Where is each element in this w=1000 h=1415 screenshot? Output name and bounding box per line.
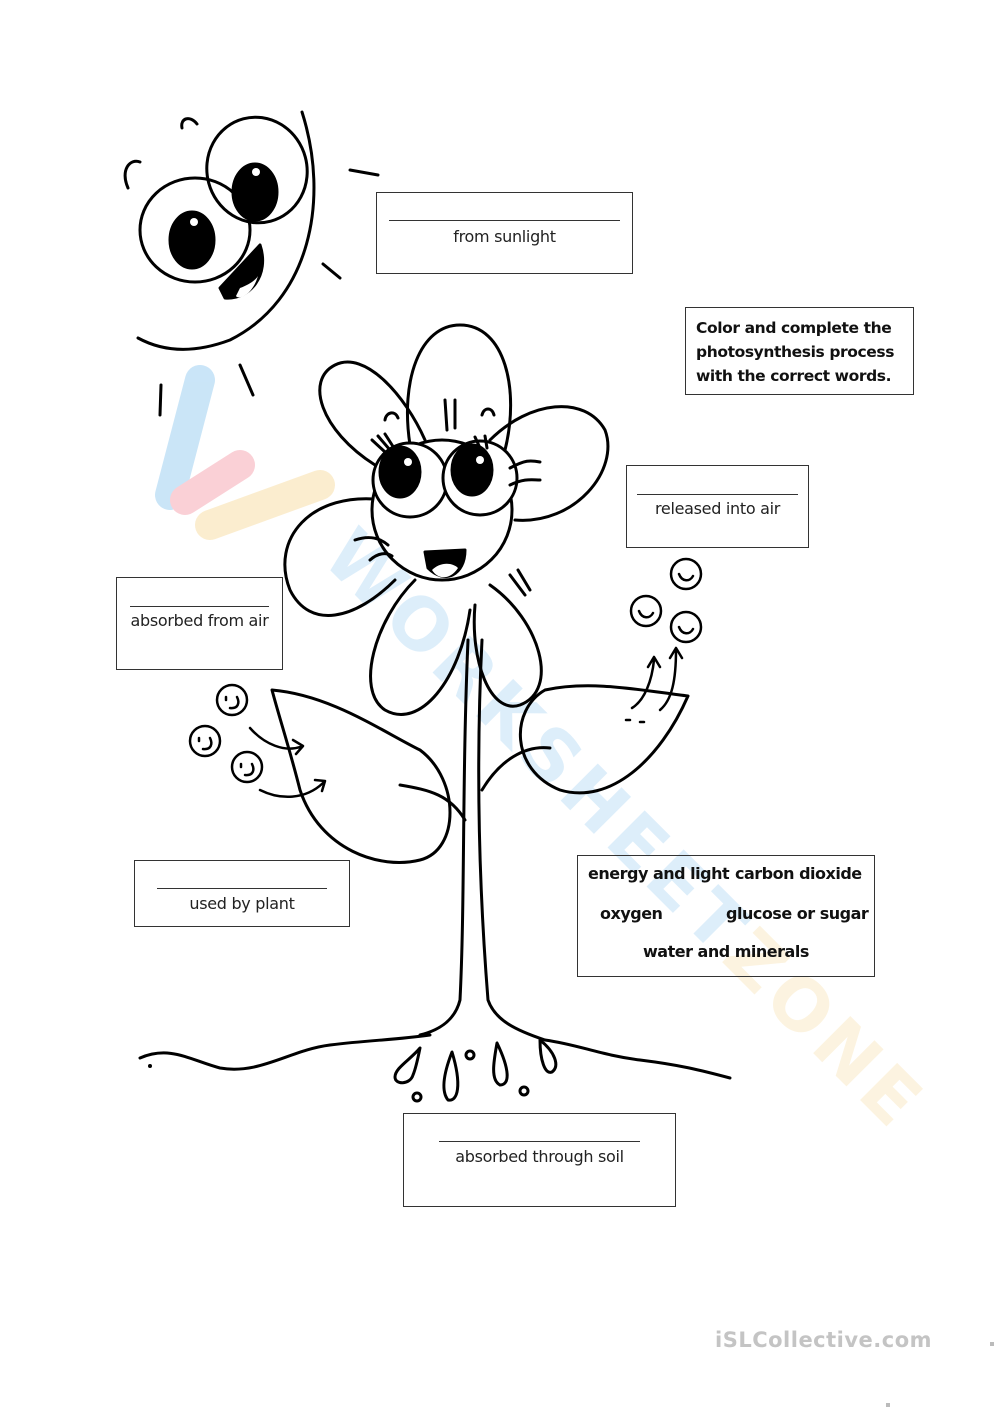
word-bank-item[interactable]: oxygen xyxy=(600,904,663,923)
footer-dot xyxy=(990,1342,994,1346)
label-hint: released into air xyxy=(654,499,781,518)
label-box-used[interactable]: used by plant xyxy=(134,860,350,927)
label-hint: absorbed from air xyxy=(130,611,269,630)
label-box-absorbed-air[interactable]: absorbed from air xyxy=(116,577,283,670)
carbon-dioxide-molecules-icon xyxy=(188,683,327,799)
answer-line[interactable] xyxy=(130,606,269,607)
ground-line-icon xyxy=(138,1033,732,1080)
oxygen-molecules-icon xyxy=(624,557,703,724)
answer-line[interactable] xyxy=(157,888,327,889)
watermark-text: WORKSHEETZONE xyxy=(308,513,942,1147)
word-bank: energy and light carbon dioxide oxygen g… xyxy=(577,855,875,977)
word-bank-item[interactable]: water and minerals xyxy=(643,942,809,961)
label-box-released[interactable]: released into air xyxy=(626,465,809,548)
word-bank-item[interactable]: glucose or sugar xyxy=(726,904,869,923)
flower-icon xyxy=(283,323,610,716)
water-drops-icon xyxy=(393,1038,558,1103)
answer-line[interactable] xyxy=(637,494,798,495)
label-hint: absorbed through soil xyxy=(455,1147,624,1166)
right-leaf-icon xyxy=(518,684,690,795)
label-hint: from sunlight xyxy=(453,227,556,246)
word-bank-item[interactable]: carbon dioxide xyxy=(735,864,862,883)
label-hint: used by plant xyxy=(189,894,295,913)
left-leaf-icon xyxy=(270,688,452,864)
word-bank-item[interactable]: energy and light xyxy=(588,864,730,883)
label-box-soil[interactable]: absorbed through soil xyxy=(403,1113,676,1207)
instructions-text: Color and complete the photosynthesis pr… xyxy=(696,319,895,385)
footer-brand: iSLCollective.com xyxy=(715,1328,933,1352)
footer-dot xyxy=(886,1403,890,1407)
label-box-sunlight[interactable]: from sunlight xyxy=(376,192,633,274)
answer-line[interactable] xyxy=(439,1141,640,1142)
stem-icon xyxy=(398,638,552,1042)
sun-icon xyxy=(123,110,380,417)
watermark-logo-icon xyxy=(155,365,335,540)
instructions-box: Color and complete the photosynthesis pr… xyxy=(685,307,914,395)
answer-line[interactable] xyxy=(389,220,620,221)
